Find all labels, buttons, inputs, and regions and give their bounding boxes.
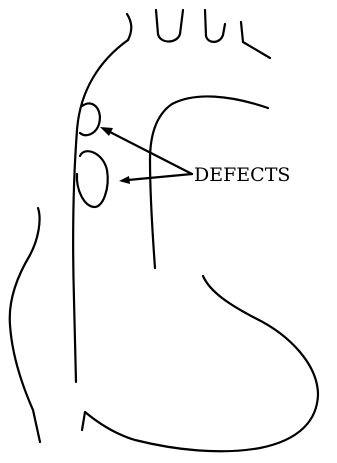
defects: [77, 103, 108, 207]
aorta-outer-wall: [73, 40, 128, 382]
defects-label: DEFECTS: [194, 164, 290, 186]
annotation-arrows: [100, 127, 192, 184]
heart-body: [10, 208, 318, 451]
arrow-lower-line: [128, 174, 192, 180]
defect-upper: [80, 103, 100, 135]
vessel-right-line: [241, 22, 270, 58]
arrow-upper-head: [100, 127, 113, 136]
great-vessels: [127, 10, 270, 58]
arrow-lower-head: [119, 176, 130, 184]
vessel-left-line: [127, 14, 131, 40]
defect-lower: [77, 151, 108, 207]
left-border: [10, 208, 40, 442]
right-ventricle-border: [82, 276, 318, 451]
vessel-loop-2: [205, 10, 225, 42]
aorta: [73, 40, 268, 382]
vessel-loop-1: [156, 10, 183, 42]
